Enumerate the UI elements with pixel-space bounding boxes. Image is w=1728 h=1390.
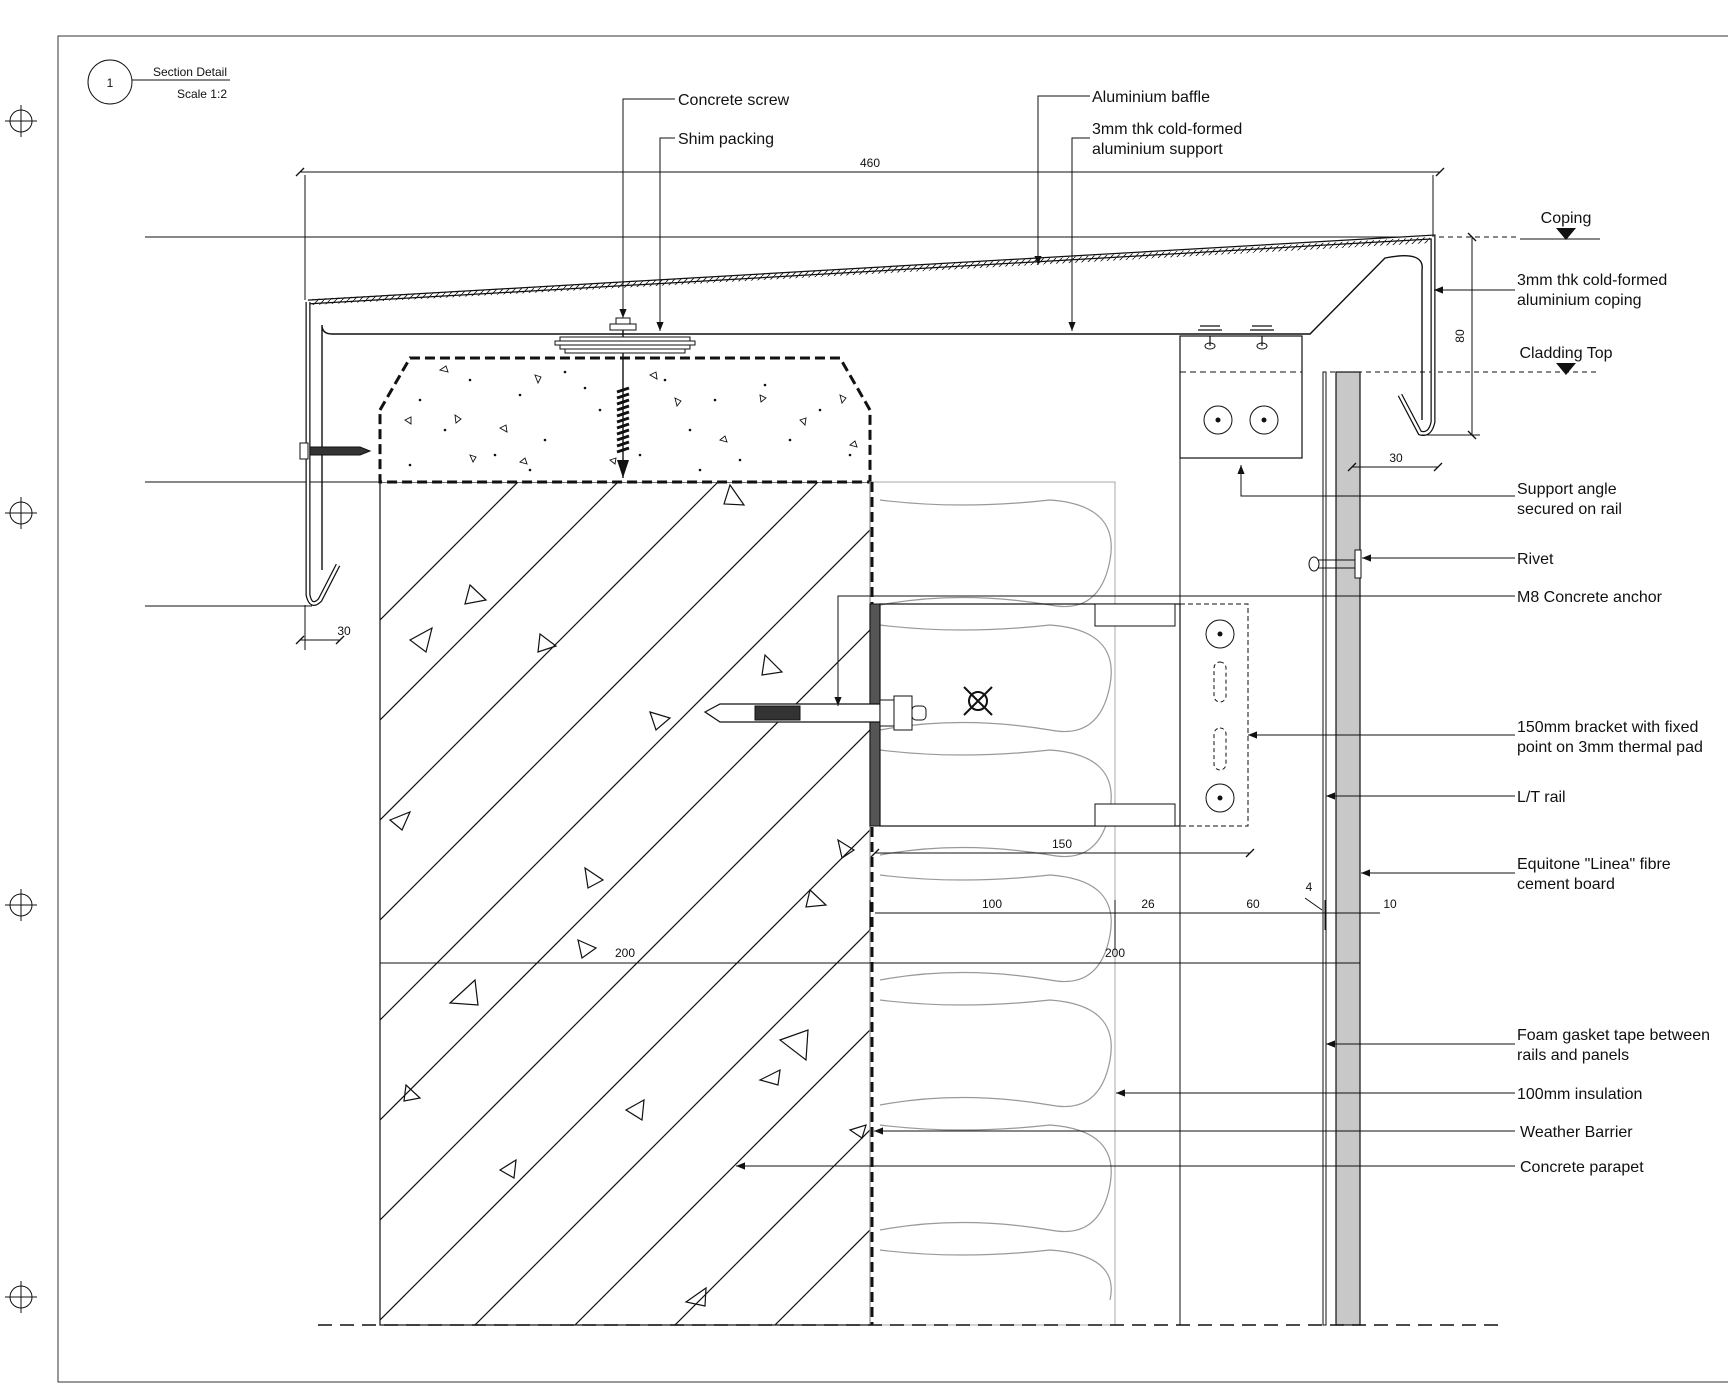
title-number: 1 — [107, 76, 114, 90]
dim-460: 460 — [860, 156, 880, 170]
leader-lines — [619, 95, 1515, 1170]
label-concrete-screw: Concrete screw — [678, 92, 790, 109]
scale-text: Scale 1:2 — [177, 87, 227, 101]
dimension-lines — [295, 167, 1480, 964]
label-support-1: 3mm thk cold-formed — [1092, 121, 1242, 138]
label-aluminium-baffle: Aluminium baffle — [1092, 89, 1210, 106]
dim-80: 80 — [1453, 329, 1467, 343]
dim-4: 4 — [1306, 880, 1313, 894]
level-markers — [1556, 228, 1576, 375]
label-cladding-top: Cladding Top — [1519, 345, 1612, 362]
label-angle-1: Support angle — [1517, 481, 1617, 498]
label-concrete-parapet: Concrete parapet — [1520, 1159, 1644, 1176]
label-coping-1: 3mm thk cold-formed — [1517, 272, 1667, 289]
label-board-2: cement board — [1517, 876, 1615, 893]
rail-and-board — [1179, 371, 1362, 1326]
m8-anchor — [703, 695, 927, 731]
support-angle — [1179, 325, 1303, 459]
label-coping: Coping — [1541, 210, 1592, 227]
label-shim-packing: Shim packing — [678, 131, 774, 148]
dim-30-right: 30 — [1389, 451, 1403, 465]
dim-200-wall: 200 — [615, 946, 635, 960]
label-board-1: Equitone "Linea" fibre — [1517, 856, 1671, 873]
dim-10: 10 — [1383, 897, 1397, 911]
annotations: Concrete screw Shim packing Aluminium ba… — [678, 89, 1710, 1176]
title-text: Section Detail — [153, 65, 227, 79]
side-screw — [299, 442, 372, 460]
label-support-2: aluminium support — [1092, 141, 1223, 158]
concrete-screw — [609, 317, 637, 478]
aluminium-support — [321, 255, 1423, 570]
concrete-parapet — [379, 480, 871, 1326]
dim-26: 26 — [1141, 897, 1155, 911]
label-lt-rail: L/T rail — [1517, 789, 1566, 806]
label-gasket-1: Foam gasket tape between — [1517, 1027, 1710, 1044]
label-m8-anchor: M8 Concrete anchor — [1517, 589, 1663, 606]
dim-200-ins: 200 — [1105, 946, 1125, 960]
dim-150: 150 — [1052, 837, 1072, 851]
shim-packing — [554, 336, 696, 354]
label-weather-barrier: Weather Barrier — [1520, 1124, 1633, 1141]
label-angle-2: secured on rail — [1517, 501, 1622, 518]
dimension-texts: 460 30 30 80 150 100 26 60 4 10 200 200 — [337, 156, 1467, 960]
dim-30-left: 30 — [337, 624, 351, 638]
registration-marks — [5, 105, 37, 1313]
label-bracket-2: point on 3mm thermal pad — [1517, 739, 1703, 756]
label-coping-2: aluminium coping — [1517, 292, 1642, 309]
reference-lines — [145, 236, 1600, 607]
dim-60: 60 — [1246, 897, 1260, 911]
fixed-point-icon — [963, 686, 993, 716]
dim-100: 100 — [982, 897, 1002, 911]
bracket-150 — [879, 603, 1249, 827]
sheet-border — [57, 35, 1728, 1383]
label-insulation: 100mm insulation — [1517, 1086, 1642, 1103]
label-rivet: Rivet — [1517, 551, 1554, 568]
aluminium-coping — [305, 234, 1436, 606]
label-bracket-1: 150mm bracket with fixed — [1517, 719, 1698, 736]
label-gasket-2: rails and panels — [1517, 1047, 1629, 1064]
title-block: 1 Section Detail Scale 1:2 — [87, 59, 230, 105]
